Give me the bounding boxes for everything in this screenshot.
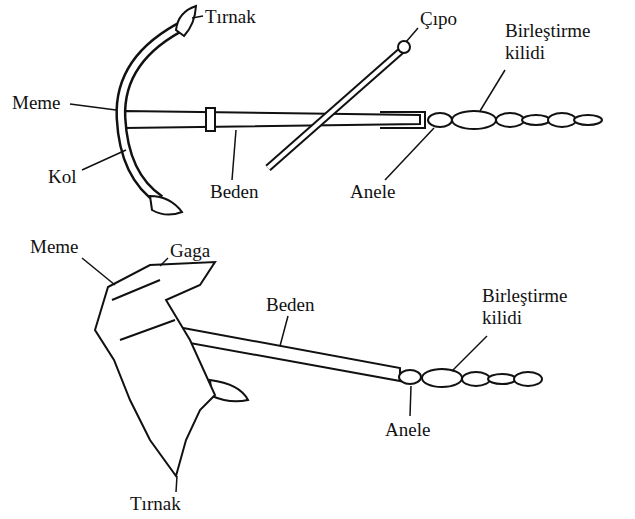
shank-end xyxy=(380,112,425,128)
part-label: Beden xyxy=(210,181,259,203)
stock-inner xyxy=(268,50,402,168)
shackle xyxy=(452,111,496,129)
fluke xyxy=(176,6,196,36)
part-label: Birleştirme kilidi xyxy=(482,285,594,329)
chain-link xyxy=(574,115,602,125)
chain-link xyxy=(522,115,550,125)
rear-fluke xyxy=(210,380,248,401)
chain-link xyxy=(514,372,542,386)
part-label: Anele xyxy=(385,419,430,441)
ring xyxy=(428,113,452,127)
part-label: Tırnak xyxy=(130,493,181,515)
part-label: Meme xyxy=(12,92,61,114)
part-label: Tırnak xyxy=(205,6,256,28)
chain-link xyxy=(462,372,490,386)
stock xyxy=(268,50,402,168)
stock-ball xyxy=(398,41,410,53)
chain-link xyxy=(488,374,516,384)
shackle xyxy=(422,369,462,387)
anchor-head xyxy=(95,262,215,476)
shank xyxy=(125,111,420,128)
chain-link xyxy=(496,113,524,127)
part-label: Kol xyxy=(48,166,77,188)
fluke xyxy=(150,196,182,215)
part-label: Çıpo xyxy=(420,8,457,30)
part-label: Birleştirme kilidi xyxy=(505,20,617,64)
leader-lines xyxy=(70,16,505,492)
part-label: Anele xyxy=(350,181,395,203)
part-label: Gaga xyxy=(170,240,210,262)
ring xyxy=(399,370,421,384)
collar xyxy=(206,108,215,131)
part-label: Meme xyxy=(30,236,79,258)
part-label: Beden xyxy=(266,294,315,316)
head-edge xyxy=(112,280,175,340)
chain-link xyxy=(548,113,576,127)
arm-inner xyxy=(121,24,186,200)
arm xyxy=(121,24,186,200)
